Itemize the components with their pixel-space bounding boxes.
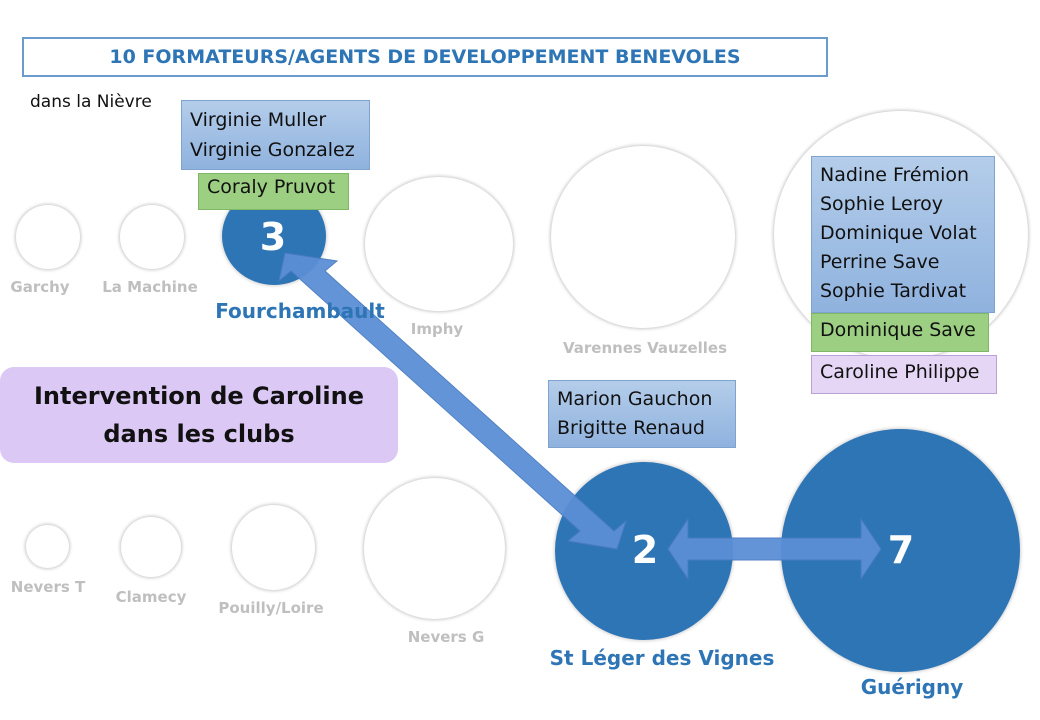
club-circle-imphy bbox=[365, 177, 513, 311]
name-item: Sophie Leroy bbox=[820, 193, 943, 215]
green-name-guerigny: Dominique Save bbox=[811, 313, 989, 352]
label-la-machine: La Machine bbox=[102, 278, 198, 296]
label-imphy: Imphy bbox=[410, 320, 464, 338]
label-varennes-vauzelles: Varennes Vauzelles bbox=[562, 339, 728, 357]
count-guerigny: 7 bbox=[887, 528, 915, 572]
label-nevers-t: Nevers T bbox=[10, 578, 86, 596]
diagonal-arrow bbox=[278, 252, 628, 550]
club-circle-garchy bbox=[16, 205, 80, 269]
name-item: Brigitte Renaud bbox=[557, 417, 705, 439]
label-nevers-g: Nevers G bbox=[407, 628, 485, 646]
count-st-leger: 2 bbox=[631, 528, 659, 572]
label-clamecy: Clamecy bbox=[115, 588, 187, 606]
count-fourchambault: 3 bbox=[259, 215, 287, 259]
name-item: Virginie Muller bbox=[190, 109, 327, 131]
intervention-box: Intervention de Caroline dans les clubs bbox=[0, 367, 398, 463]
intervention-line-1: Intervention de Caroline bbox=[34, 382, 364, 410]
club-circle-varennes-vauzelles bbox=[551, 146, 735, 328]
label-pouilly-loire: Pouilly/Loire bbox=[218, 599, 324, 617]
club-circle-la-machine bbox=[120, 205, 184, 269]
subtitle: dans la Nièvre bbox=[30, 92, 152, 112]
label-garchy: Garchy bbox=[10, 278, 70, 296]
name-item: Marion Gauchon bbox=[557, 388, 713, 410]
club-circle-nevers-t bbox=[26, 525, 69, 568]
club-circle-nevers-g bbox=[364, 478, 505, 619]
club-circle-clamecy bbox=[121, 517, 181, 577]
name-item: Dominique Volat bbox=[820, 222, 977, 244]
names-guerigny: Nadine Frémion Sophie Leroy Dominique Vo… bbox=[811, 156, 995, 313]
horizontal-arrow bbox=[667, 517, 882, 581]
page-title: 10 FORMATEURS/AGENTS DE DEVELOPPEMENT BE… bbox=[22, 37, 828, 77]
name-item: Nadine Frémion bbox=[820, 164, 970, 186]
intervention-line-2: dans les clubs bbox=[103, 420, 295, 448]
names-fourchambault: Virginie Muller Virginie Gonzalez bbox=[181, 100, 370, 170]
label-guerigny: Guérigny bbox=[860, 675, 964, 699]
name-item: Perrine Save bbox=[820, 251, 940, 273]
purple-name-guerigny: Caroline Philippe bbox=[811, 355, 997, 394]
green-name-fourchambault: Coraly Pruvot bbox=[198, 173, 349, 210]
names-st-leger: Marion Gauchon Brigitte Renaud bbox=[548, 380, 736, 448]
label-fourchambault: Fourchambault bbox=[215, 299, 385, 323]
club-circle-pouilly-loire bbox=[232, 505, 315, 590]
name-item: Virginie Gonzalez bbox=[190, 139, 355, 161]
name-item: Sophie Tardivat bbox=[820, 280, 967, 302]
label-st-leger: St Léger des Vignes bbox=[549, 646, 775, 670]
